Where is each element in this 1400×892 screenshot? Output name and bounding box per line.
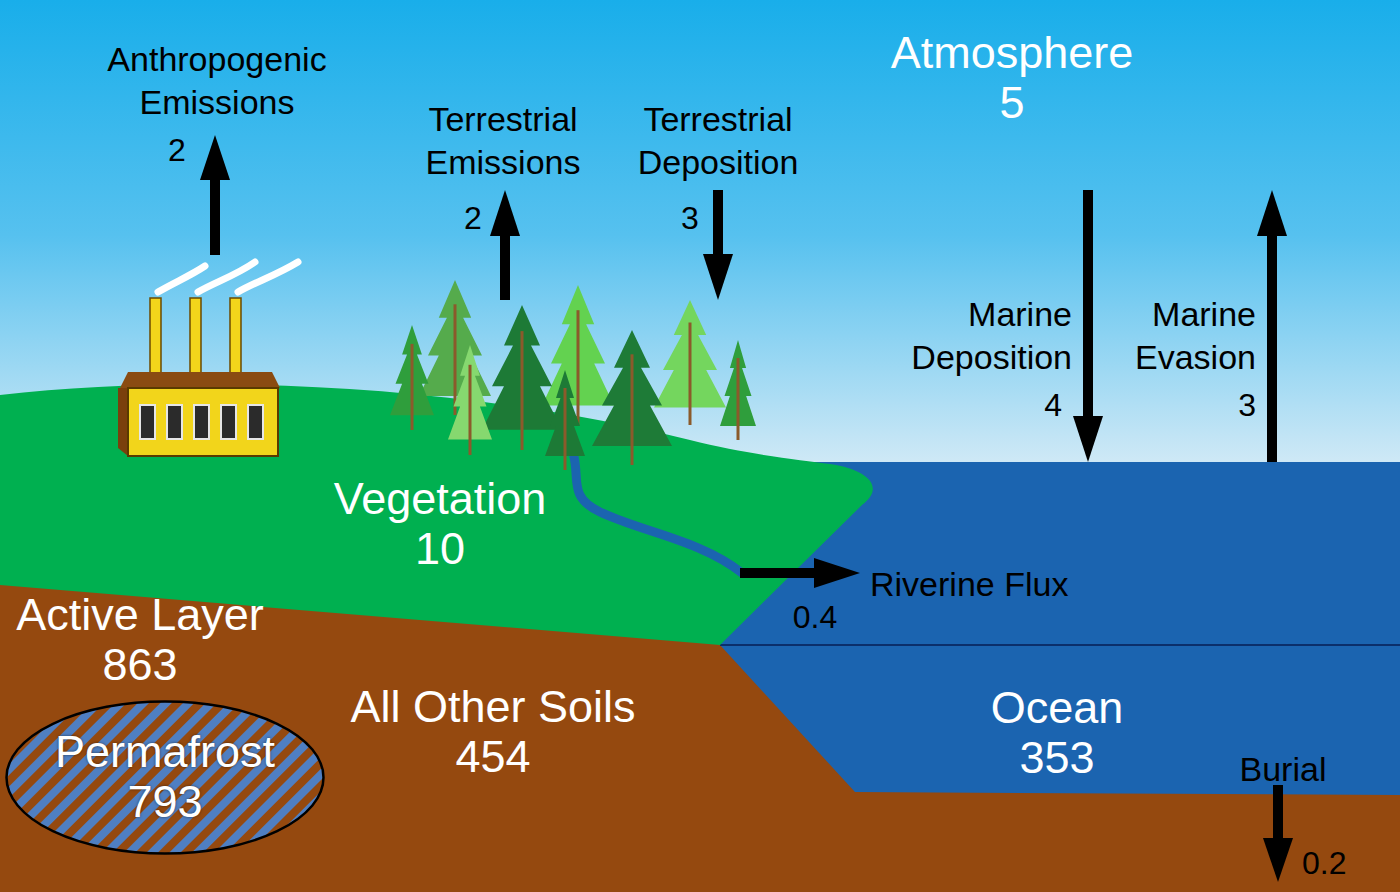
river xyxy=(560,430,742,573)
tree xyxy=(654,300,726,425)
flux-value: 0.2 xyxy=(1302,843,1372,883)
reservoir-value: 863 xyxy=(16,640,264,690)
tree xyxy=(482,305,562,450)
reservoir-value: 353 xyxy=(991,733,1124,783)
flux-arrow xyxy=(740,568,820,578)
factory-side xyxy=(118,388,128,456)
flux-value: 3 xyxy=(1216,385,1256,425)
factory-front xyxy=(128,388,278,456)
flux-value: 3 xyxy=(670,198,710,238)
flux-arrow xyxy=(1083,190,1093,422)
permafrost-shape xyxy=(7,702,324,854)
reservoir-name: Atmosphere xyxy=(891,28,1134,78)
reservoir-name: Vegetation xyxy=(334,474,547,524)
flux-name: Terrestrial Deposition xyxy=(618,98,818,183)
flux-arrow xyxy=(500,230,510,300)
smoke xyxy=(238,262,298,292)
arrow-shaft xyxy=(210,178,220,255)
arrow-head xyxy=(1263,838,1293,882)
flux-value: 2 xyxy=(157,130,197,170)
reservoir-value: 5 xyxy=(891,78,1134,128)
flux-arrow xyxy=(1267,230,1277,462)
factory-roof xyxy=(120,372,280,388)
tree xyxy=(545,370,585,470)
ocean-layer-line xyxy=(720,644,1400,646)
flux-value: 2 xyxy=(453,198,493,238)
reservoir-name: All Other Soils xyxy=(350,682,635,732)
chimney xyxy=(190,298,201,378)
flux-name: Marine Evasion xyxy=(1121,293,1256,378)
reservoir-region: Ocean353 xyxy=(860,462,1400,892)
factory-window xyxy=(140,405,155,439)
reservoir-text: Active Layer863 xyxy=(16,590,264,691)
reservoir-text: Permafrost793 xyxy=(55,727,275,828)
flux-name: Riverine Flux xyxy=(870,563,1100,606)
emission-arrow xyxy=(200,135,230,255)
reservoir-name: Ocean xyxy=(991,683,1124,733)
tree xyxy=(390,325,434,430)
reservoir-text: Vegetation10 xyxy=(334,474,547,575)
factory-window xyxy=(194,405,209,439)
reservoir-name: Permafrost xyxy=(55,727,275,777)
flux-name: Anthropogenic Emissions xyxy=(97,38,337,123)
arrow-head xyxy=(200,135,230,180)
forest xyxy=(390,280,756,470)
reservoir-text: Atmosphere5 xyxy=(891,28,1134,129)
reservoir-text: Ocean353 xyxy=(991,683,1124,784)
chimney xyxy=(230,298,241,378)
reservoir-name: Active Layer xyxy=(16,590,264,640)
flux-name: Burial xyxy=(1223,748,1343,791)
reservoir-value: 10 xyxy=(334,524,547,574)
reservoir-region: Permafrost793 Active Layer863 xyxy=(0,585,330,892)
chimney xyxy=(150,298,161,378)
tree xyxy=(592,330,672,465)
flux-value: 0.4 xyxy=(780,597,850,637)
factory xyxy=(118,262,298,456)
flux-name: Terrestrial Emissions xyxy=(403,98,603,183)
permafrost-ellipse: Permafrost793 xyxy=(5,700,325,855)
reservoir-region: Vegetation10 xyxy=(320,300,740,585)
reservoir-text: All Other Soils454 xyxy=(350,682,635,783)
flux-name: Marine Deposition xyxy=(897,293,1072,378)
burial-arrow xyxy=(1263,785,1293,882)
flux-arrow xyxy=(713,190,723,260)
factory-window xyxy=(248,405,263,439)
flux-value: 4 xyxy=(1022,385,1062,425)
reservoir-region: All Other Soils454 xyxy=(335,672,655,802)
reservoir-value: 454 xyxy=(350,732,635,782)
factory-window xyxy=(221,405,236,439)
reservoir-value: 793 xyxy=(55,777,275,827)
tree xyxy=(720,340,756,440)
factory-window xyxy=(167,405,182,439)
arrow-shaft xyxy=(1273,785,1283,840)
tree xyxy=(448,345,492,455)
